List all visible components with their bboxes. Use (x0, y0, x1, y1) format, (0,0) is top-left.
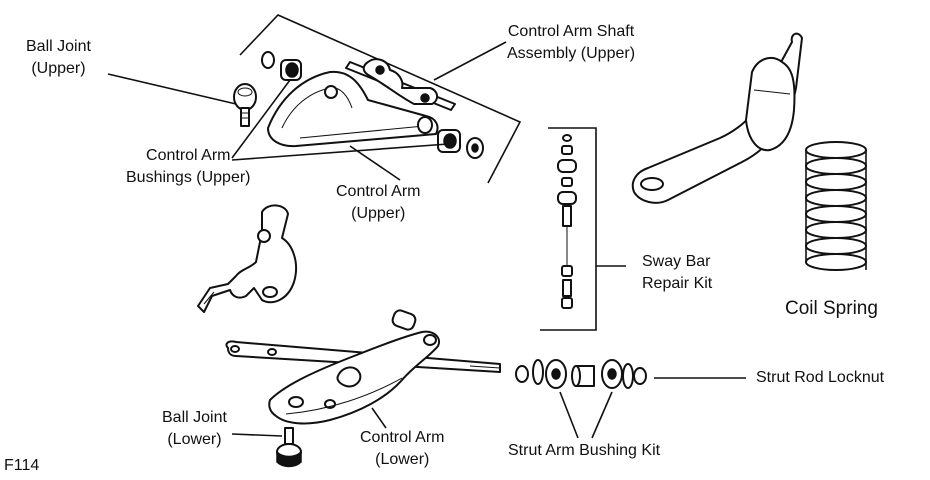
label-line: Repair Kit (642, 275, 713, 292)
steering-knuckle (197, 204, 298, 313)
sway-bar-kit-bracket (540, 127, 626, 331)
label-ball-joint-upper: Ball Joint (Upper) (26, 36, 91, 80)
label-line: Control Arm (360, 429, 445, 446)
label-strut-arm-bushing-kit: Strut Arm Bushing Kit (508, 442, 661, 459)
label-control-arm-shaft-assembly: Control Arm Shaft Assembly (Upper) (507, 21, 635, 65)
label-ball-joint-lower: Ball Joint (Lower) (162, 407, 227, 451)
label-line: Control Arm (336, 183, 421, 200)
control-arm-lower (268, 309, 440, 425)
label-control-arm-lower: Control Arm (Lower) (360, 427, 444, 471)
label-line: Ball Joint (162, 409, 227, 426)
label-line: Assembly (Upper) (507, 45, 636, 62)
label-strut-rod-locknut: Strut Rod Locknut (756, 369, 885, 386)
label-line: (Lower) (167, 431, 222, 448)
leader-lines (107, 41, 746, 439)
control-arm-bushings-upper (261, 51, 484, 159)
label-line: (Lower) (375, 451, 430, 468)
figure-code: F114 (4, 457, 40, 474)
label-coil-spring: Coil Spring (785, 298, 878, 319)
control-arm-shaft-upper (345, 58, 456, 111)
label-line: Bushings (Upper) (126, 169, 251, 186)
control-arm-upper (267, 70, 439, 148)
label-line: Ball Joint (26, 38, 91, 55)
upper-group-bracket (239, 14, 522, 184)
label-control-arm-bushings-upper: Control Arm Bushings (Upper) (126, 145, 251, 189)
sway-bar (631, 32, 803, 204)
sway-bar-kit-parts (557, 134, 577, 309)
label-line: Control Arm (146, 147, 231, 164)
label-line: Sway Bar (642, 253, 711, 270)
label-line: (Upper) (31, 60, 86, 77)
label-line: Control Arm Shaft (507, 23, 635, 40)
label-line: (Upper) (351, 205, 406, 222)
label-control-arm-upper: Control Arm (Upper) (336, 181, 420, 225)
label-sway-bar-repair-kit: Sway Bar Repair Kit (642, 251, 712, 295)
ball-joint-upper (233, 83, 257, 127)
coil-spring-art (805, 141, 867, 271)
ball-joint-lower (276, 427, 302, 468)
strut-arm-bushing-kit-parts (515, 359, 647, 389)
